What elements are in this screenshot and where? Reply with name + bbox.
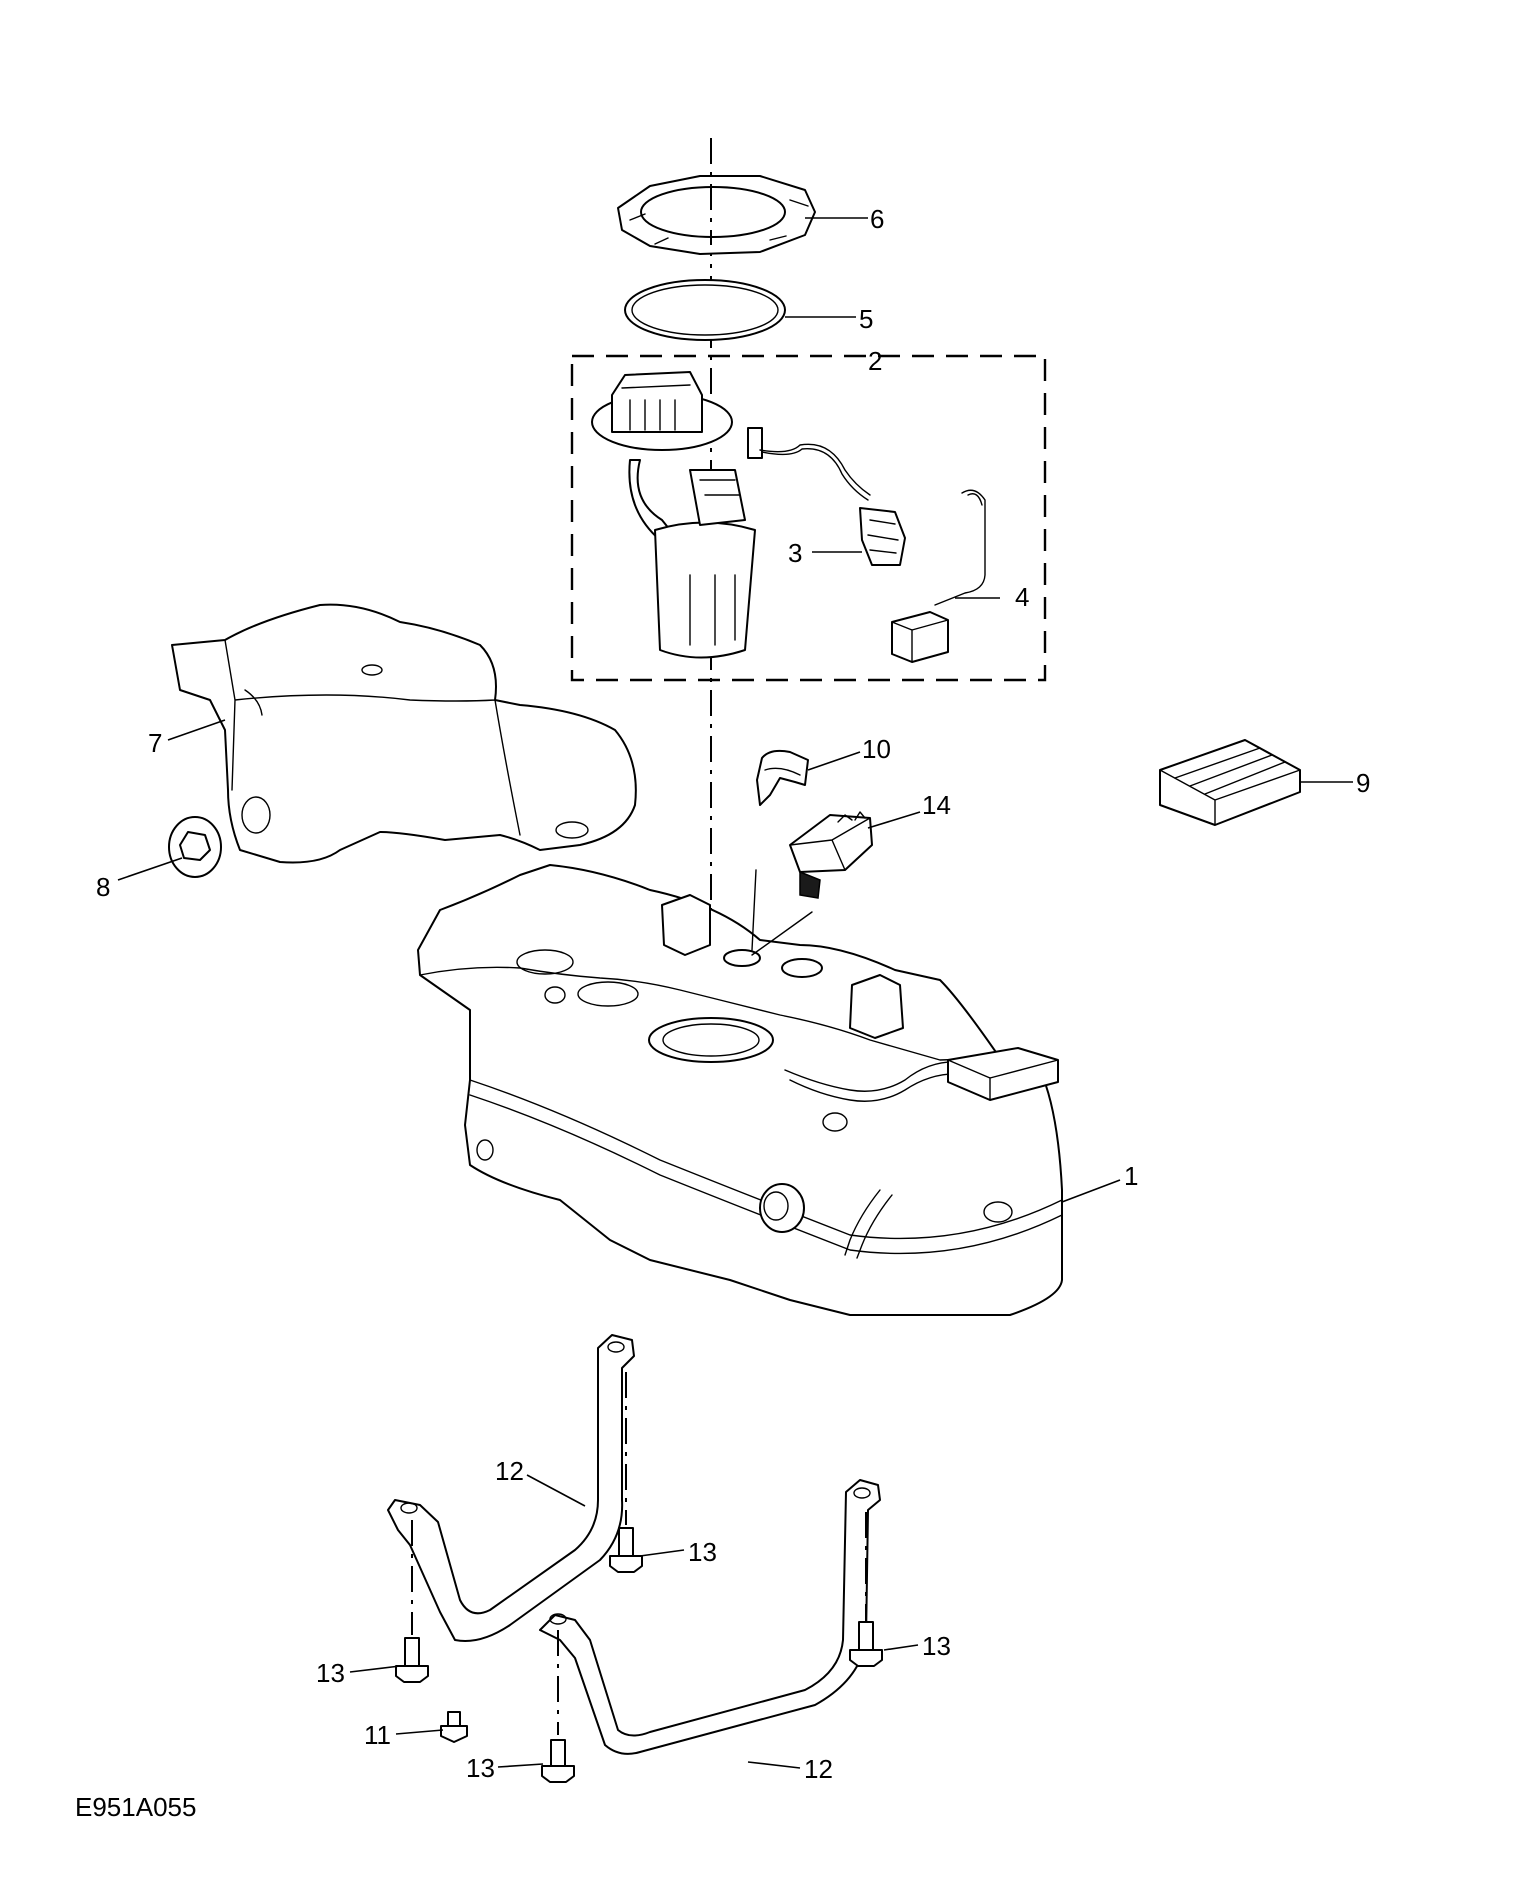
heat-shield [171,603,637,864]
callout-13-a: 13 [688,1537,717,1567]
foam-pad [1159,739,1301,826]
leader-lines [117,217,1353,1769]
callout-7: 7 [148,728,162,758]
small-nut [440,1711,468,1743]
callout-6: 6 [870,204,884,234]
callout-13-c: 13 [922,1631,951,1661]
callout-13-d: 13 [466,1753,495,1783]
locking-ring [617,175,816,255]
strap-bolt [849,1621,883,1667]
callout-1: 1 [1124,1161,1138,1191]
callout-9: 9 [1356,768,1370,798]
sensor [789,811,873,899]
callout-8: 8 [96,872,110,902]
callout-5: 5 [859,304,873,334]
clip [756,749,809,806]
strap-bolt [541,1739,575,1783]
callout-13-b: 13 [316,1658,345,1688]
callout-14: 14 [922,790,951,820]
strap-bolt [395,1637,429,1683]
vent-tube [751,869,757,951]
callout-12-upper: 12 [495,1456,524,1486]
vent-tube [751,911,813,956]
diagram-code: E951A055 [75,1792,196,1822]
nut [168,816,222,878]
tank-strap-lower [539,1479,881,1755]
callout-3: 3 [788,538,802,568]
fuel-level-sender-wiring [747,427,906,566]
fuel-level-float-arm [891,489,986,663]
callout-12-lower: 12 [804,1754,833,1784]
seal-ring [624,279,786,341]
tank-strap-upper [387,1334,635,1642]
fuel-tank [417,864,1063,1316]
callout-4: 4 [1015,582,1029,612]
fuel-pump-module-group-outline [570,354,1047,682]
callout-11: 11 [364,1720,391,1750]
callout-2: 2 [868,346,882,376]
callout-10: 10 [862,734,891,764]
fuel-pump-module [591,371,756,659]
